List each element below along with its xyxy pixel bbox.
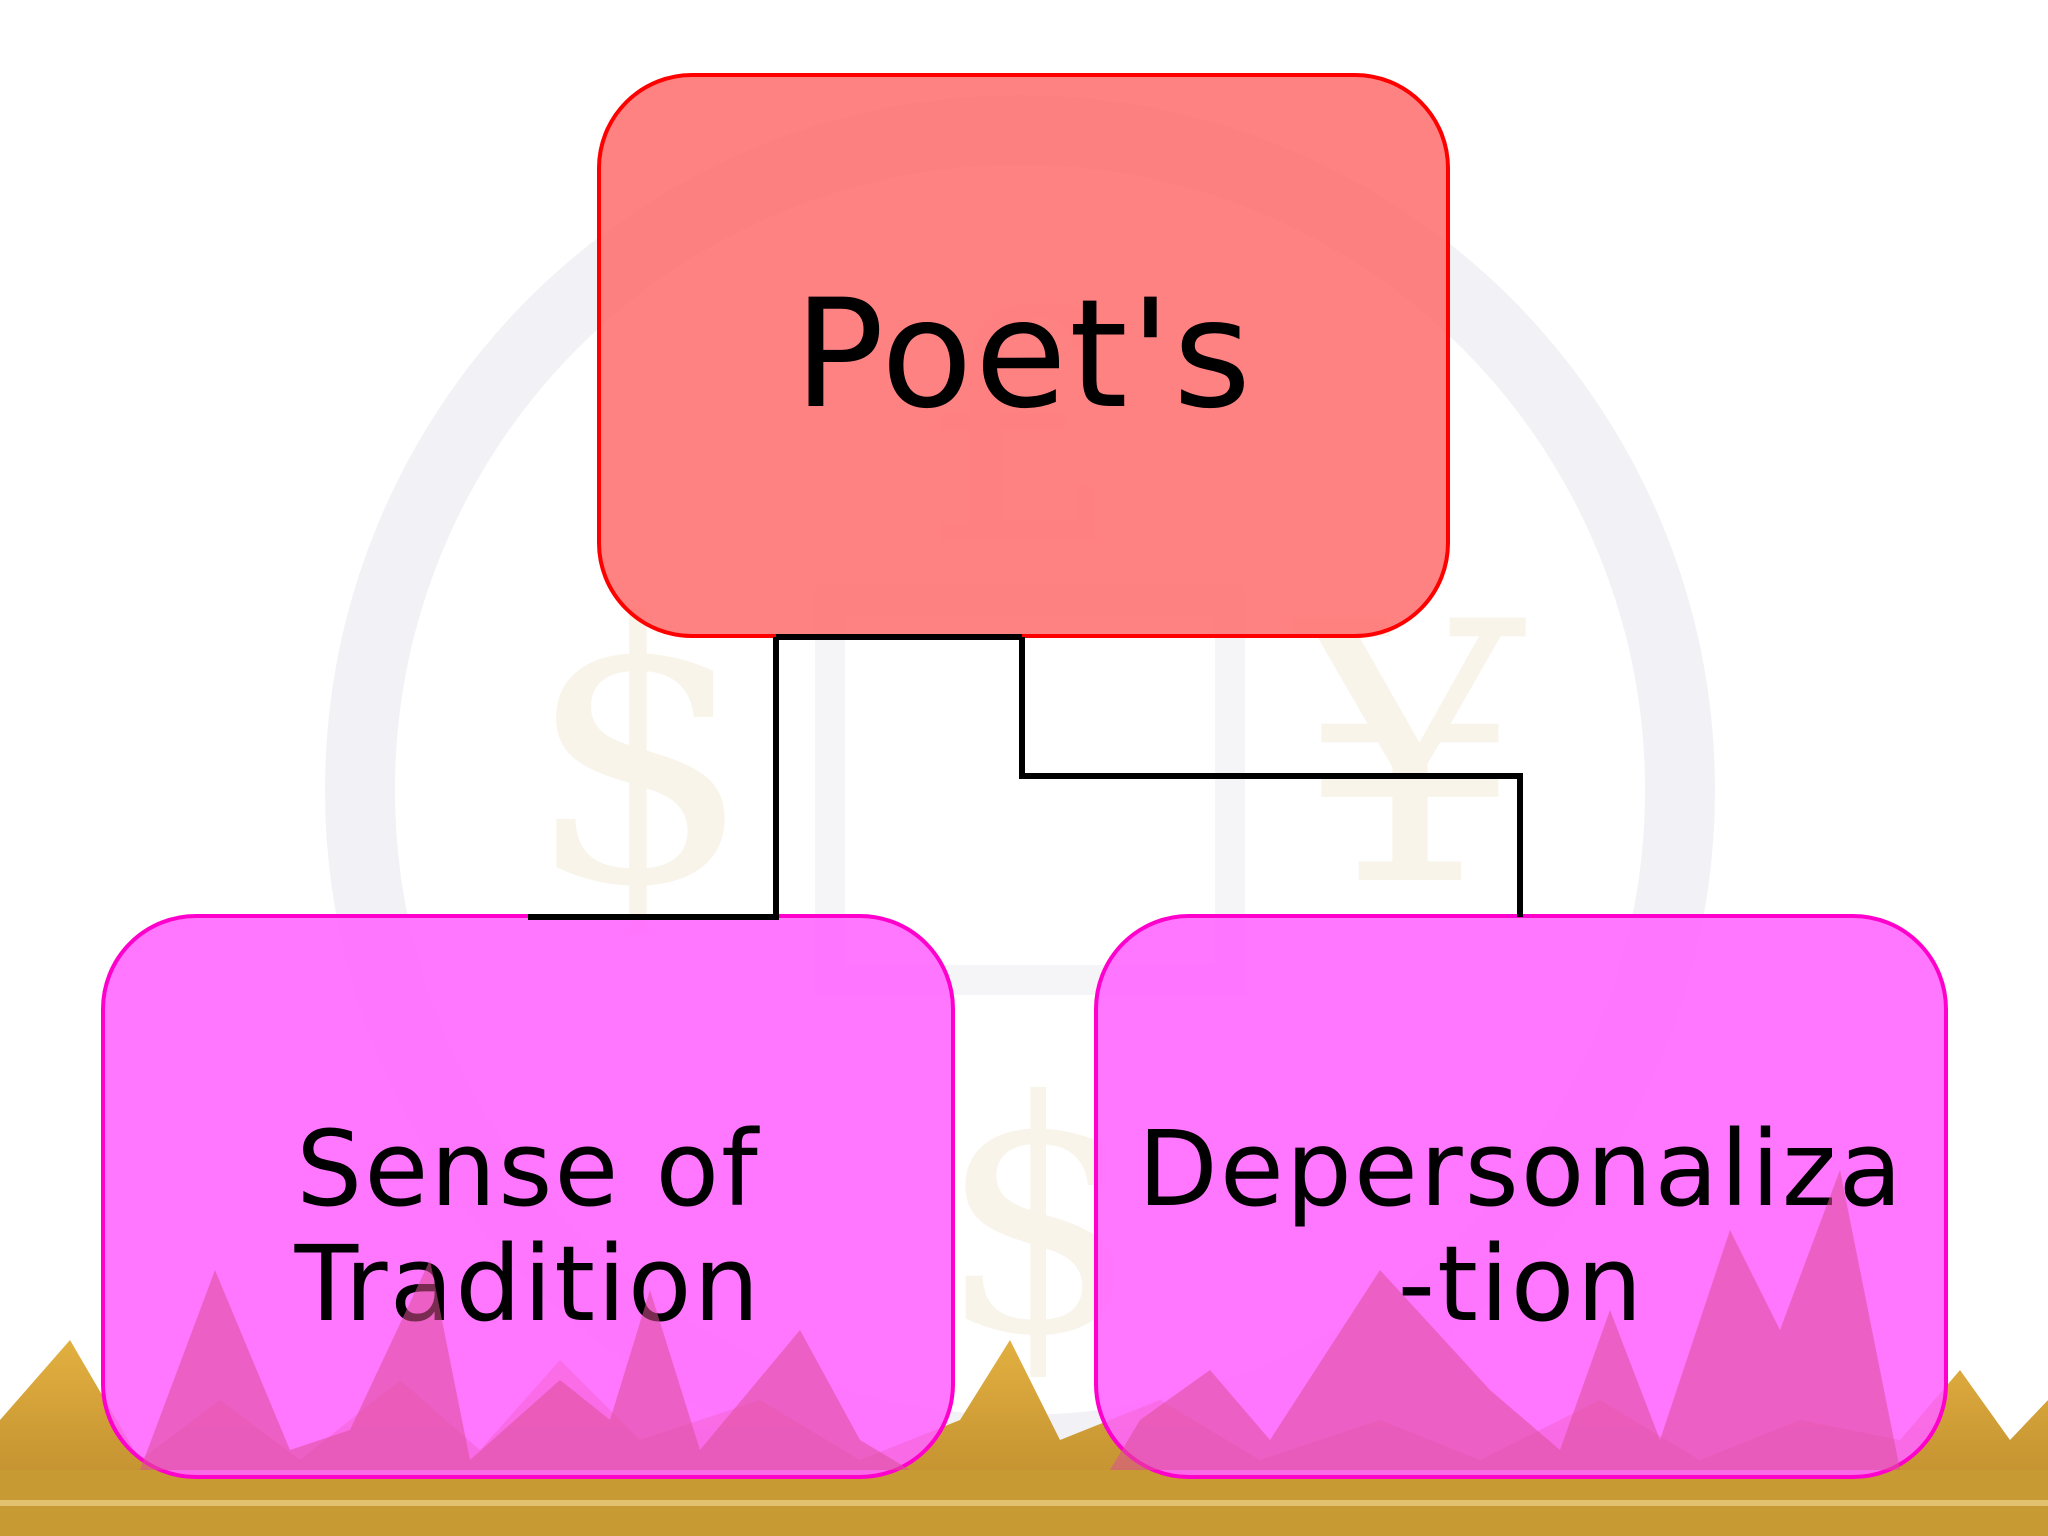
- gold-skyline: [0, 1340, 2048, 1536]
- connector-root-to-right: [1019, 637, 1523, 917]
- root-node: Poet's: [597, 73, 1450, 638]
- root-label: Poet's: [793, 268, 1254, 442]
- connector-root-to-left: [528, 637, 779, 920]
